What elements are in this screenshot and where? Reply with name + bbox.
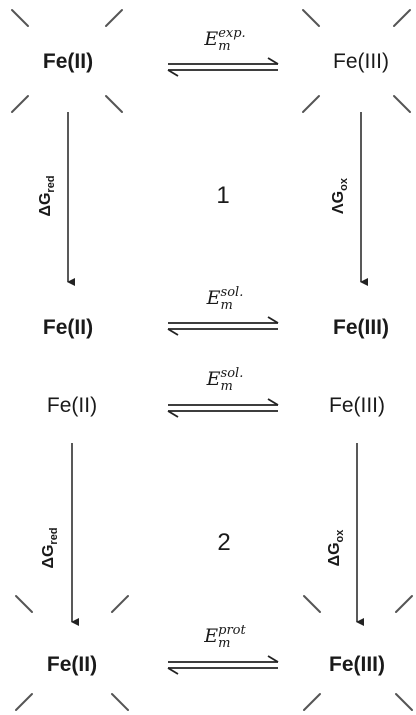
potential-sub: m (218, 39, 231, 54)
delta-g-text: ΔG (36, 192, 54, 217)
ligand-cross-icon (15, 595, 129, 711)
equilibrium-arrow-icon (167, 398, 279, 418)
potential-base: E (206, 368, 221, 390)
delta-g-text: ΛG (329, 190, 347, 214)
cycle2-left-delta-g: ΔGred (40, 527, 60, 568)
delta-g-text: ΔG (39, 544, 57, 569)
delta-g-text: ΔG (325, 542, 343, 567)
potential-base: E (204, 28, 219, 50)
equilibrium-arrow-icon (167, 316, 279, 336)
cycle1-right-delta-g: ΛGox (330, 178, 350, 214)
ligand-cross-icon (11, 9, 123, 113)
potential-sup: prot (218, 623, 246, 638)
cycle1-bottom-right-node: Fe(III) (333, 316, 389, 339)
equilibrium-arrow-icon (167, 57, 279, 77)
cycle1-left-delta-g: ΔGred (37, 175, 57, 216)
potential-sub: m (218, 636, 231, 651)
potential-sup: exp. (218, 26, 246, 41)
ligand-cross-icon (303, 595, 413, 711)
delta-g-sub: ox (338, 178, 351, 191)
equilibrium-arrow-icon (167, 655, 279, 675)
cycle2-number-label: 2 (217, 529, 231, 556)
potential-sup: sol. (220, 285, 244, 300)
delta-g-sub: ox (334, 529, 347, 543)
cycle2-top-right-node: Fe(III) (329, 394, 385, 417)
cycle2-bottom-right-node: Fe(III) (329, 653, 385, 676)
potential-sub: m (220, 379, 233, 394)
cycle2-right-delta-g: ΔGox (326, 530, 346, 567)
cycle2-bottom-left-node: Fe(II) (46, 653, 98, 676)
cycle1-bottom-left-node: Fe(II) (42, 316, 94, 339)
ligand-cross-icon (302, 9, 411, 113)
cycle2-top-left-node: Fe(II) (46, 394, 98, 417)
cycle1-top-left-node: Fe(II) (42, 50, 94, 73)
potential-base: E (206, 287, 221, 309)
cycle1-number-label: 1 (216, 182, 230, 209)
delta-g-sub: red (45, 175, 58, 193)
delta-g-sub: red (48, 527, 61, 545)
cycle1-top-right-node: Fe(III) (333, 50, 389, 73)
potential-sup: sol. (220, 366, 244, 381)
potential-sub: m (220, 298, 233, 313)
potential-base: E (204, 625, 219, 647)
